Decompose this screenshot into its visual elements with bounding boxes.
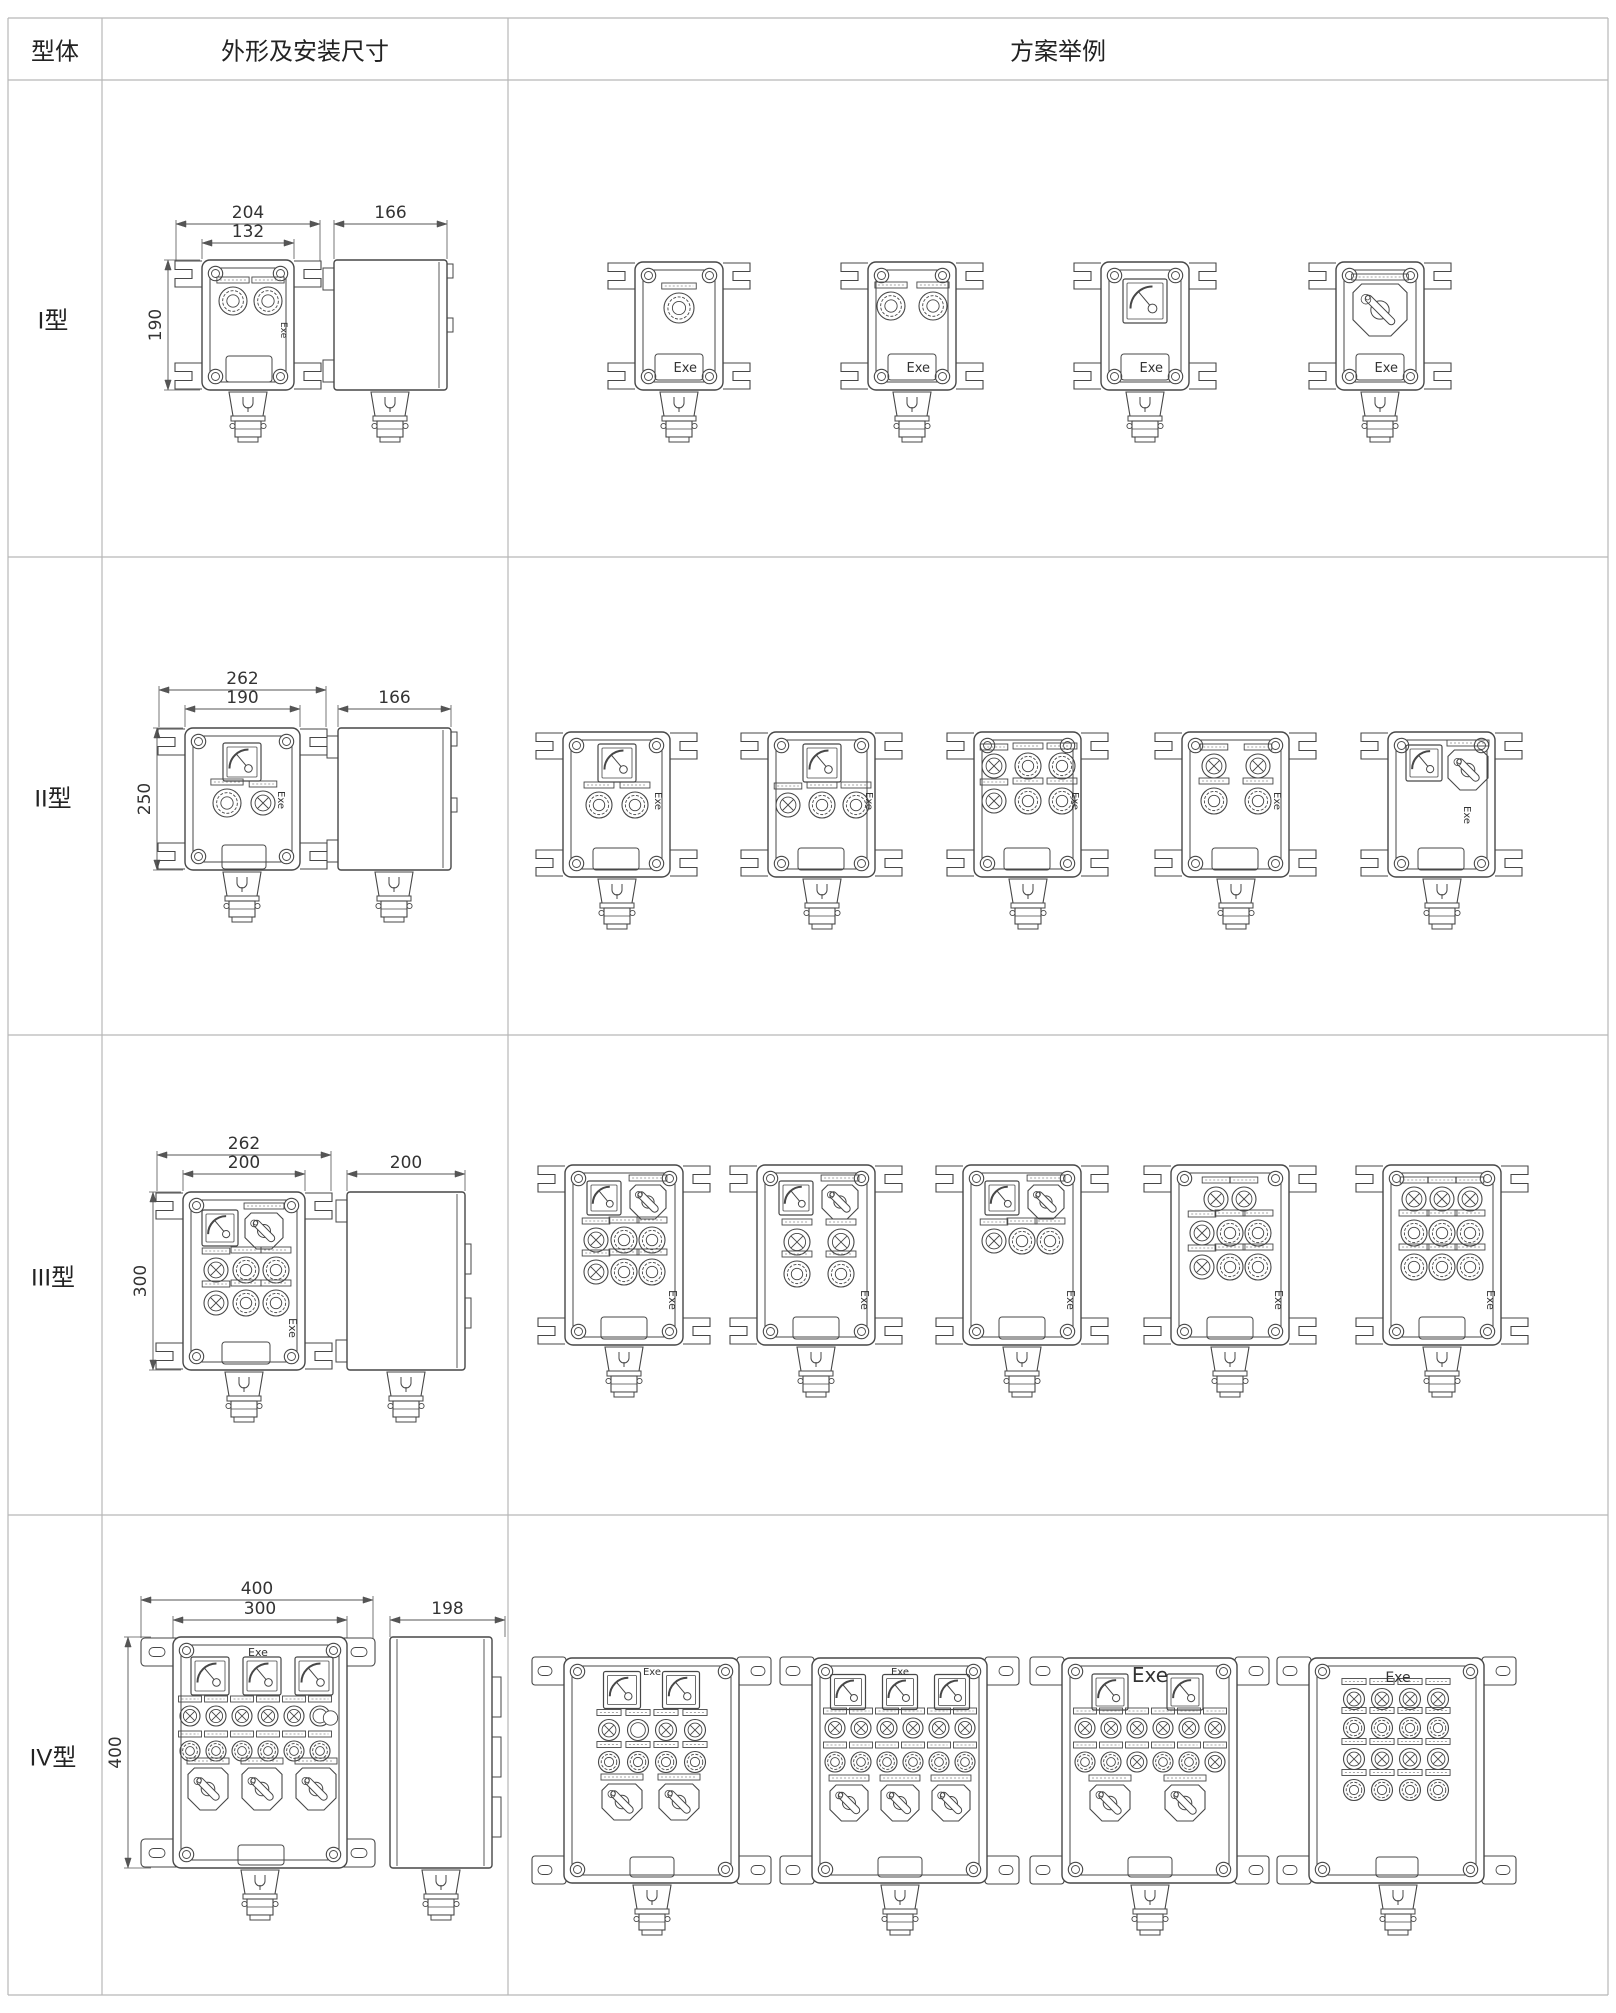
svg-text:Exe: Exe: [1139, 361, 1163, 376]
example-box: Exe: [740, 731, 903, 930]
dimension: 200: [182, 1153, 306, 1191]
row-label-type-2: II型: [34, 785, 72, 813]
dimension: 262: [158, 669, 327, 727]
svg-text:190: 190: [226, 688, 258, 708]
example-box: Exe: [1308, 261, 1452, 443]
svg-text:Exe: Exe: [1374, 361, 1398, 376]
side-view-box: [335, 1191, 472, 1423]
svg-text:Exe: Exe: [275, 791, 286, 809]
svg-text:Exe: Exe: [1132, 1663, 1168, 1687]
svg-text:Exe: Exe: [1484, 1290, 1497, 1310]
dimension: 400: [106, 1636, 151, 1869]
example-box: Exe: [1355, 1164, 1529, 1398]
svg-text:198: 198: [431, 1599, 463, 1619]
svg-text:Exe: Exe: [1069, 792, 1080, 810]
dimension: 132: [201, 222, 295, 259]
dimension: 262: [156, 1134, 332, 1191]
svg-text:Exe: Exe: [286, 1318, 299, 1338]
svg-text:Exe: Exe: [673, 361, 697, 376]
dimension: 400: [140, 1579, 374, 1638]
example-box: Exe: [537, 1164, 711, 1398]
example-box: Exe: [946, 731, 1109, 930]
dimension: 190: [146, 259, 200, 391]
svg-text:200: 200: [390, 1153, 422, 1173]
svg-text:204: 204: [232, 203, 264, 223]
svg-text:Exe: Exe: [1385, 1670, 1410, 1686]
svg-text:Exe: Exe: [248, 1646, 268, 1659]
svg-text:166: 166: [374, 203, 406, 223]
dimension: 204: [175, 203, 321, 261]
example-box: Exe: [840, 261, 984, 443]
example-box: Exe: [1073, 261, 1217, 443]
example-box: Exe: [935, 1164, 1109, 1398]
svg-text:200: 200: [228, 1153, 260, 1173]
front-view-box: Exe: [157, 727, 328, 923]
svg-text:Exe: Exe: [666, 1290, 679, 1310]
example-box: Exe: [531, 1656, 772, 1936]
front-view-box: Exe: [174, 259, 322, 443]
dimension: 200: [346, 1153, 466, 1191]
row-label-type-1: I型: [37, 307, 69, 335]
front-view-box: Exe: [140, 1636, 376, 1921]
svg-text:Exe: Exe: [906, 361, 930, 376]
svg-text:166: 166: [378, 688, 410, 708]
svg-text:262: 262: [228, 1134, 260, 1154]
svg-text:Exe: Exe: [278, 322, 288, 339]
side-view-box: [389, 1636, 502, 1921]
example-box: Exe: [1360, 731, 1523, 930]
dimension: 166: [337, 688, 452, 727]
dimension: 250: [135, 727, 183, 871]
svg-text:Exe: Exe: [1461, 806, 1472, 824]
svg-text:Exe: Exe: [1272, 1290, 1285, 1310]
svg-text:Exe: Exe: [643, 1667, 661, 1678]
dimension: 300: [131, 1191, 181, 1371]
dimension: 198: [389, 1599, 506, 1637]
svg-text:400: 400: [106, 1736, 126, 1768]
svg-text:300: 300: [131, 1265, 151, 1297]
example-box: Exe: [607, 261, 751, 443]
header-type-column: 型体: [31, 38, 79, 66]
svg-text:132: 132: [232, 222, 264, 242]
svg-text:190: 190: [146, 309, 166, 341]
dimension: 166: [333, 203, 448, 259]
row-label-type-3: III型: [30, 1264, 76, 1292]
example-box: Exe: [1276, 1656, 1517, 1936]
example-box: Exe: [729, 1164, 903, 1398]
svg-text:250: 250: [135, 783, 155, 815]
svg-text:Exe: Exe: [652, 792, 663, 810]
example-box: Exe: [1029, 1656, 1270, 1936]
header-examples-column: 方案举例: [1010, 38, 1106, 66]
example-box: Exe: [779, 1656, 1020, 1936]
dimension: 190: [184, 688, 301, 727]
example-box: Exe: [1154, 731, 1317, 930]
svg-text:Exe: Exe: [1271, 792, 1282, 810]
example-box: Exe: [1143, 1164, 1317, 1398]
side-view-box: [322, 259, 454, 443]
front-view-box: Exe: [155, 1191, 333, 1423]
svg-text:Exe: Exe: [1064, 1290, 1077, 1310]
svg-text:262: 262: [226, 669, 258, 689]
svg-text:Exe: Exe: [891, 1667, 909, 1678]
row-label-type-4: IV型: [29, 1744, 77, 1772]
dimension: 300: [172, 1599, 348, 1638]
header-dimensions-column: 外形及安装尺寸: [221, 38, 389, 66]
svg-text:300: 300: [244, 1599, 276, 1619]
svg-text:Exe: Exe: [863, 792, 874, 810]
example-box: Exe: [535, 731, 698, 930]
svg-text:Exe: Exe: [858, 1290, 871, 1310]
side-view-box: [326, 727, 458, 923]
svg-text:400: 400: [241, 1579, 273, 1599]
